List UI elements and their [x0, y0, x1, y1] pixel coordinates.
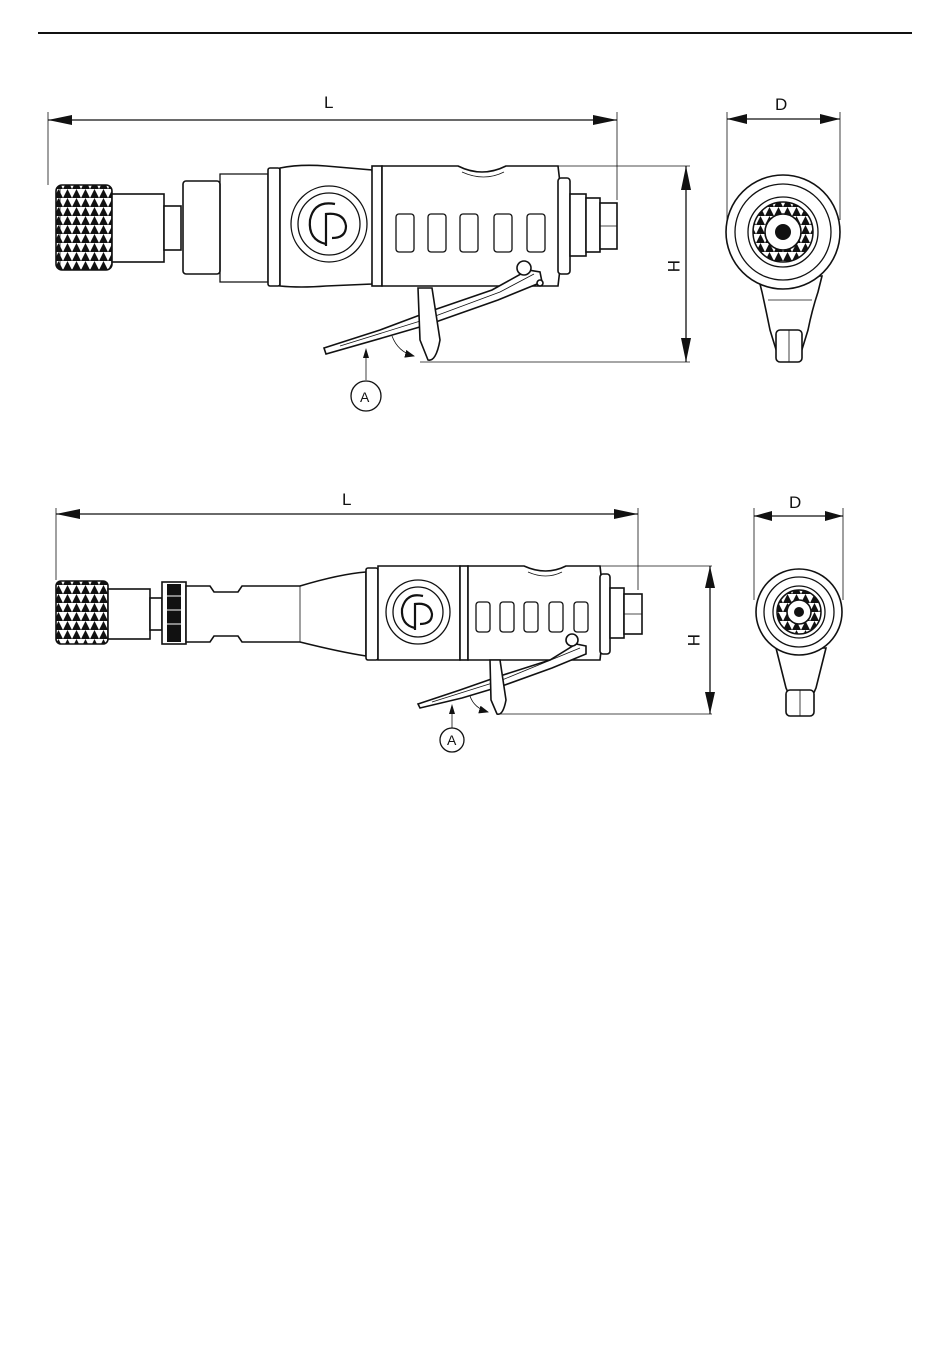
top-tool-side-view: [56, 165, 690, 362]
top-height-dimension: H: [664, 166, 691, 362]
top-callout-a: A: [351, 348, 381, 411]
collet-nut-knurl: [56, 185, 112, 270]
grip-body: [280, 165, 375, 287]
bottom-tool-side-view: [56, 566, 712, 714]
diameter-label: D: [789, 493, 801, 512]
callout-label: A: [447, 732, 457, 748]
bottom-height-dimension: H: [684, 566, 715, 714]
bottom-callout-a: A: [440, 704, 464, 752]
front-housing: [183, 181, 220, 274]
callout-label: A: [360, 389, 370, 405]
diameter-label: D: [775, 95, 787, 114]
collet-shank: [108, 589, 150, 639]
bottom-tool-end-view: [754, 508, 843, 716]
length-label: L: [342, 490, 351, 509]
collet-shank: [112, 194, 164, 262]
bottom-diameter-dimension: D: [754, 493, 843, 521]
height-label: H: [684, 634, 703, 646]
collet-nut-knurl: [56, 581, 108, 644]
top-diameter-dimension: D: [727, 95, 840, 124]
length-label: L: [324, 93, 333, 112]
rear-cap: [600, 574, 610, 654]
top-tool-end-view: [726, 112, 840, 362]
height-label: H: [664, 260, 683, 272]
rear-cap: [558, 178, 570, 274]
extension-tube: [186, 572, 366, 656]
